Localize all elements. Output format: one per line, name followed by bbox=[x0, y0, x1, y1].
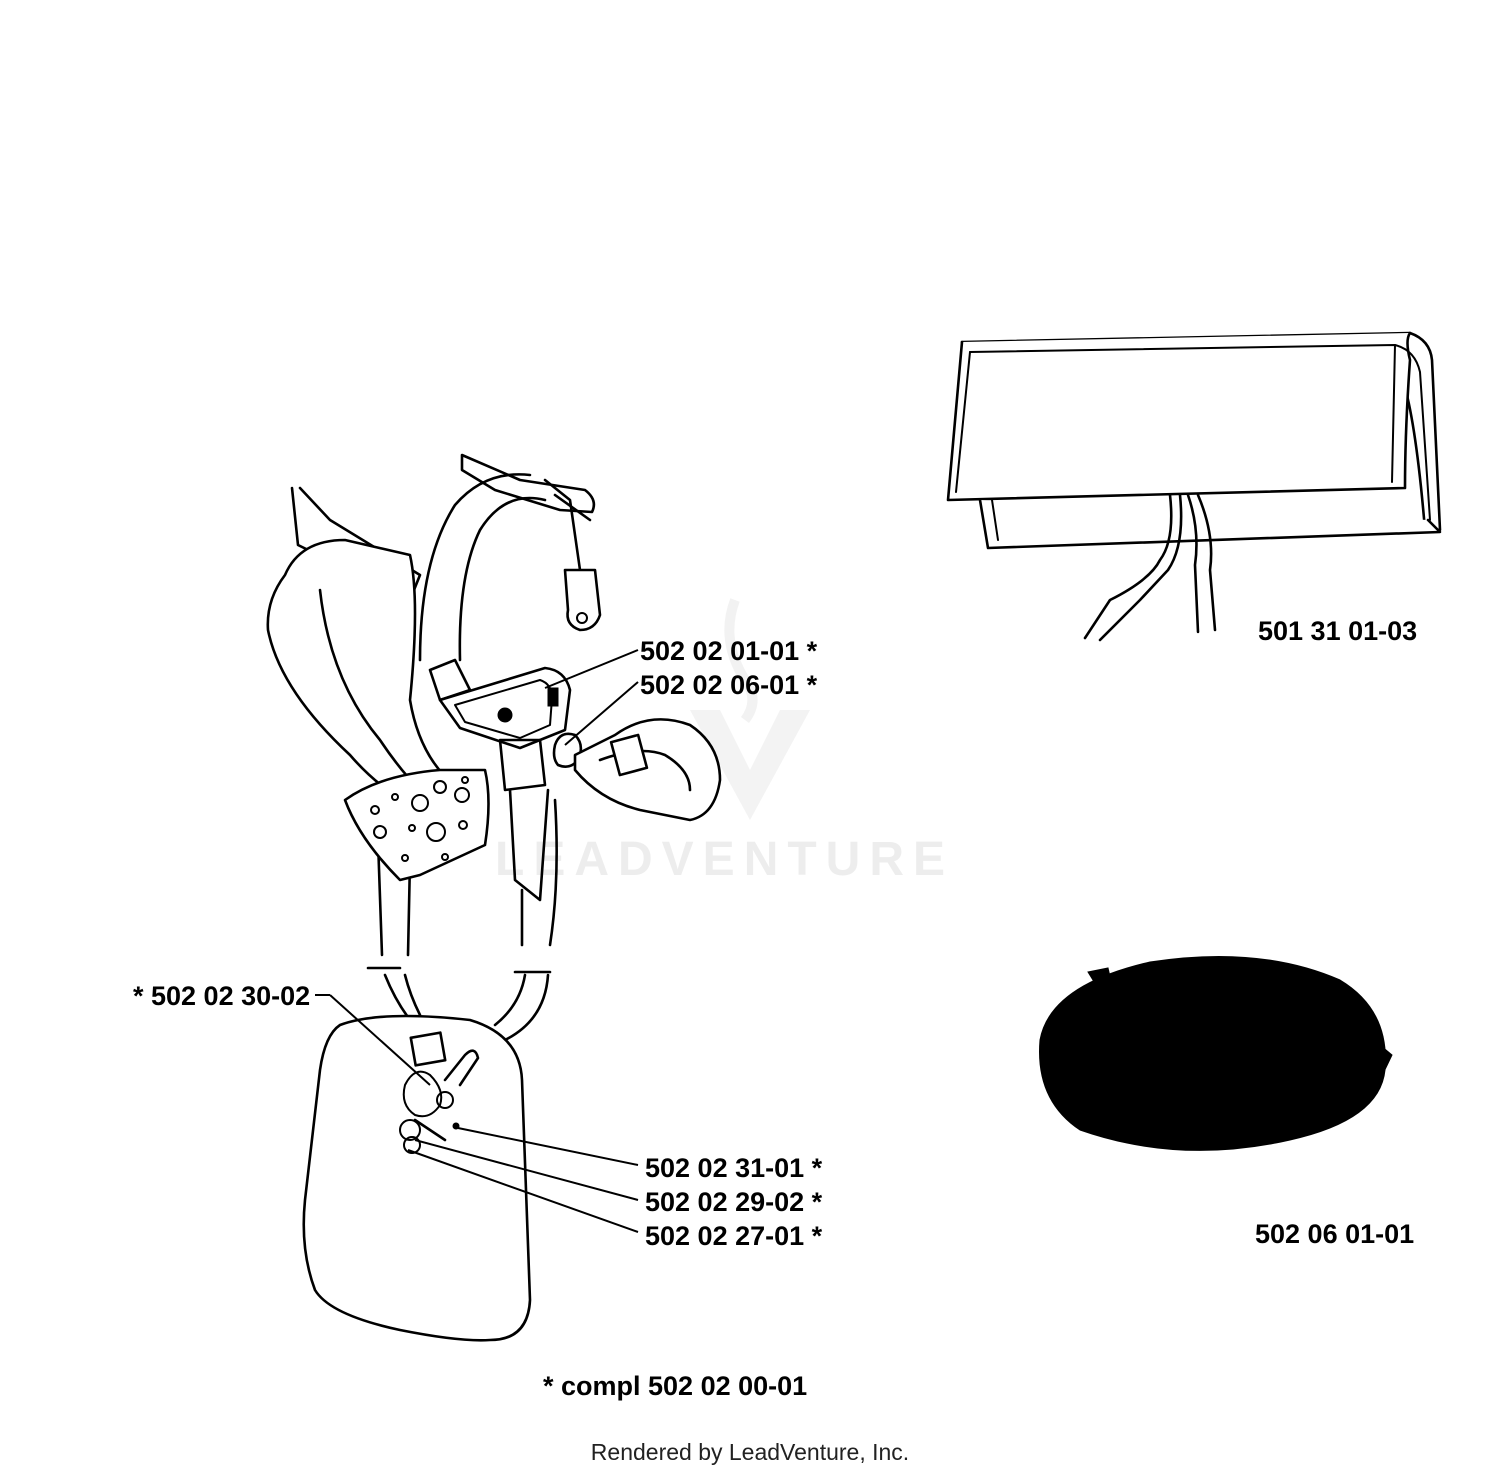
label-clip: * 502 02 30-02 bbox=[133, 981, 310, 1011]
bag-illustration bbox=[946, 331, 1442, 642]
disc-illustration bbox=[1039, 955, 1393, 1151]
label-bag: 501 31 01-03 bbox=[1258, 616, 1417, 646]
part-labels: 502 02 01-01 * 502 02 06-01 * * 502 02 3… bbox=[133, 616, 1417, 1401]
label-complete: * compl 502 02 00-01 bbox=[543, 1371, 807, 1401]
watermark-text: LEADVENTURE bbox=[495, 833, 954, 886]
footer-credit: Rendered by LeadVenture, Inc. bbox=[591, 1439, 909, 1465]
label-part-29: 502 02 29-02 * bbox=[645, 1187, 823, 1217]
label-strap-buckle: 502 02 01-01 * bbox=[640, 636, 818, 666]
leadventure-watermark: LEADVENTURE bbox=[495, 598, 954, 886]
label-hook: 502 02 06-01 * bbox=[640, 670, 818, 700]
label-part-31: 502 02 31-01 * bbox=[645, 1153, 823, 1183]
harness-illustration bbox=[266, 453, 722, 1342]
leader-lines bbox=[315, 649, 639, 1233]
label-disc: 502 06 01-01 bbox=[1255, 1219, 1414, 1249]
label-part-27: 502 02 27-01 * bbox=[645, 1221, 823, 1251]
